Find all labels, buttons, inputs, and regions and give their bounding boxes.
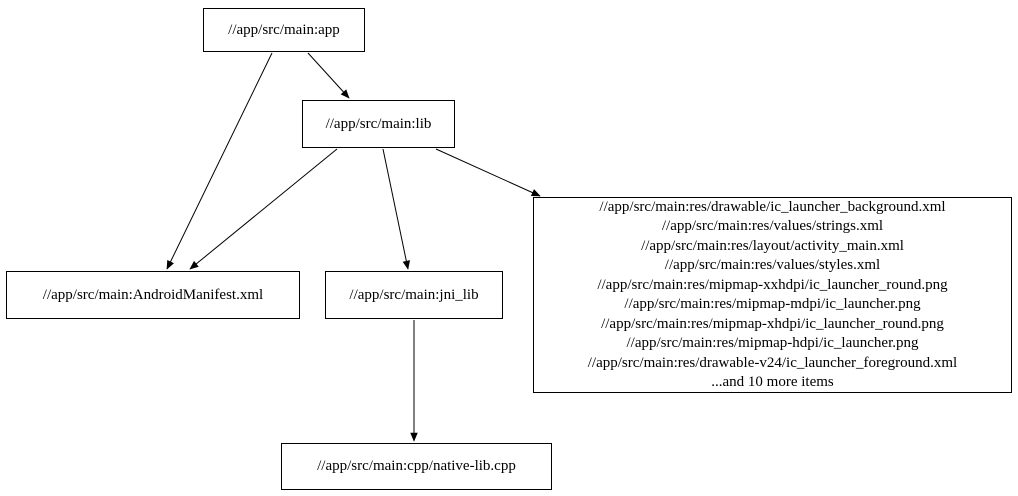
edge-app-to-lib (307, 52, 350, 99)
node-jni-lib-label: //app/src/main:jni_lib (349, 286, 479, 303)
node-app-label: //app/src/main:app (228, 21, 340, 38)
resources-line: //app/src/main:res/drawable/ic_launcher_… (599, 198, 946, 215)
resources-line: //app/src/main:res/mipmap-xxhdpi/ic_laun… (597, 276, 948, 293)
edge-lib-to-jni-lib (382, 148, 410, 270)
edge-lib-to-resources (435, 148, 541, 197)
node-cpp-native-lib: //app/src/main:cpp/native-lib.cpp (281, 443, 552, 490)
node-cpp-native-lib-label: //app/src/main:cpp/native-lib.cpp (317, 458, 516, 474)
resources-line-more: ...and 10 more items (711, 374, 834, 390)
resources-line: //app/src/main:res/values/styles.xml (664, 257, 881, 273)
resources-line: //app/src/main:res/mipmap-hdpi/ic_launch… (626, 335, 919, 351)
node-jni-lib: //app/src/main:jni_lib (325, 271, 503, 319)
node-resources: //app/src/main:res/drawable/ic_launcher_… (533, 197, 1012, 393)
resources-line: //app/src/main:res/drawable-v24/ic_launc… (587, 354, 958, 371)
node-lib-label: //app/src/main:lib (325, 115, 432, 132)
edge-app-to-android-manifest (166, 52, 273, 270)
edge-lib-to-android-manifest (189, 148, 338, 270)
resources-line: //app/src/main:res/layout/activity_main.… (641, 237, 904, 254)
node-android-manifest: //app/src/main:AndroidManifest.xml (6, 271, 300, 319)
resources-line: //app/src/main:res/values/strings.xml (661, 218, 884, 234)
node-lib: //app/src/main:lib (302, 100, 455, 148)
node-android-manifest-label: //app/src/main:AndroidManifest.xml (42, 286, 264, 303)
resources-line: //app/src/main:res/mipmap-mdpi/ic_launch… (624, 296, 921, 312)
resources-line: //app/src/main:res/mipmap-xhdpi/ic_launc… (601, 315, 944, 332)
node-app: //app/src/main:app (203, 8, 365, 52)
